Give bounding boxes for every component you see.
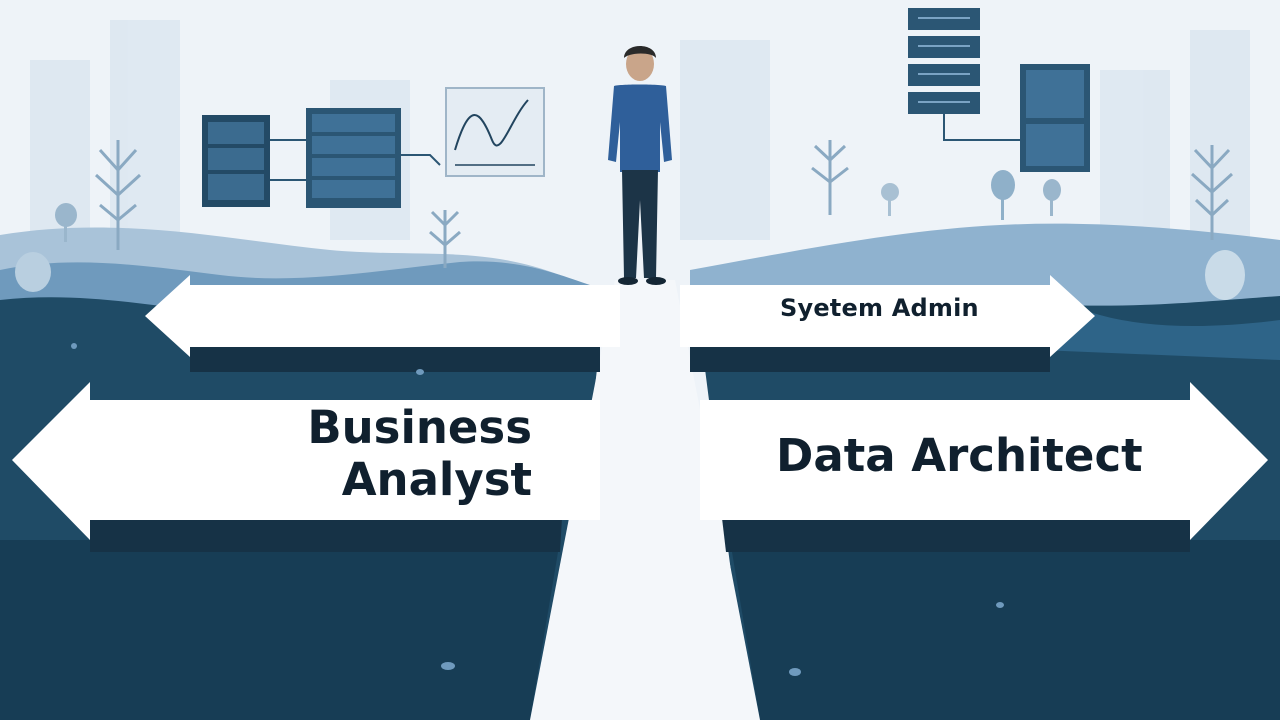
tree-icon: [94, 140, 142, 250]
ground-right-deep: [730, 540, 1280, 720]
arrow-shadow: [90, 518, 562, 552]
city-silhouette: [30, 20, 1250, 240]
crossroad-path: [530, 280, 760, 720]
tree-icon: [429, 210, 461, 268]
ridge-right: [1040, 300, 1280, 360]
tree-icon: [811, 140, 849, 215]
arrow-shadow: [190, 346, 600, 372]
arrow-right: [700, 382, 1268, 540]
sign-business-analyst: Business Analyst: [230, 402, 532, 506]
tree-icon: [1190, 145, 1234, 240]
arrow-top-right: [680, 275, 1095, 357]
person-figure: [608, 46, 672, 285]
sign-business-analyst-line2: Analyst: [341, 453, 532, 506]
ground-left-deep: [0, 540, 560, 720]
sign-business-analyst-line1: Business: [307, 401, 532, 454]
round-tree-icon: [15, 170, 1245, 300]
server-rack-icon: [908, 8, 1022, 141]
ground-dots: [71, 343, 1004, 676]
sign-system-admin: Syetem Admin: [780, 294, 979, 322]
arrow-top-left: [145, 275, 620, 357]
line-chart-icon: [445, 87, 545, 177]
arrow-shadow: [690, 346, 1050, 372]
dashboard-panel-icon: [1020, 64, 1090, 172]
dashboard-panel-icon: [202, 115, 306, 207]
server-rack-icon: [306, 108, 441, 208]
sign-data-architect: Data Architect: [776, 429, 1143, 482]
arrow-shadow: [722, 518, 1190, 552]
arrow-left: [12, 382, 600, 540]
